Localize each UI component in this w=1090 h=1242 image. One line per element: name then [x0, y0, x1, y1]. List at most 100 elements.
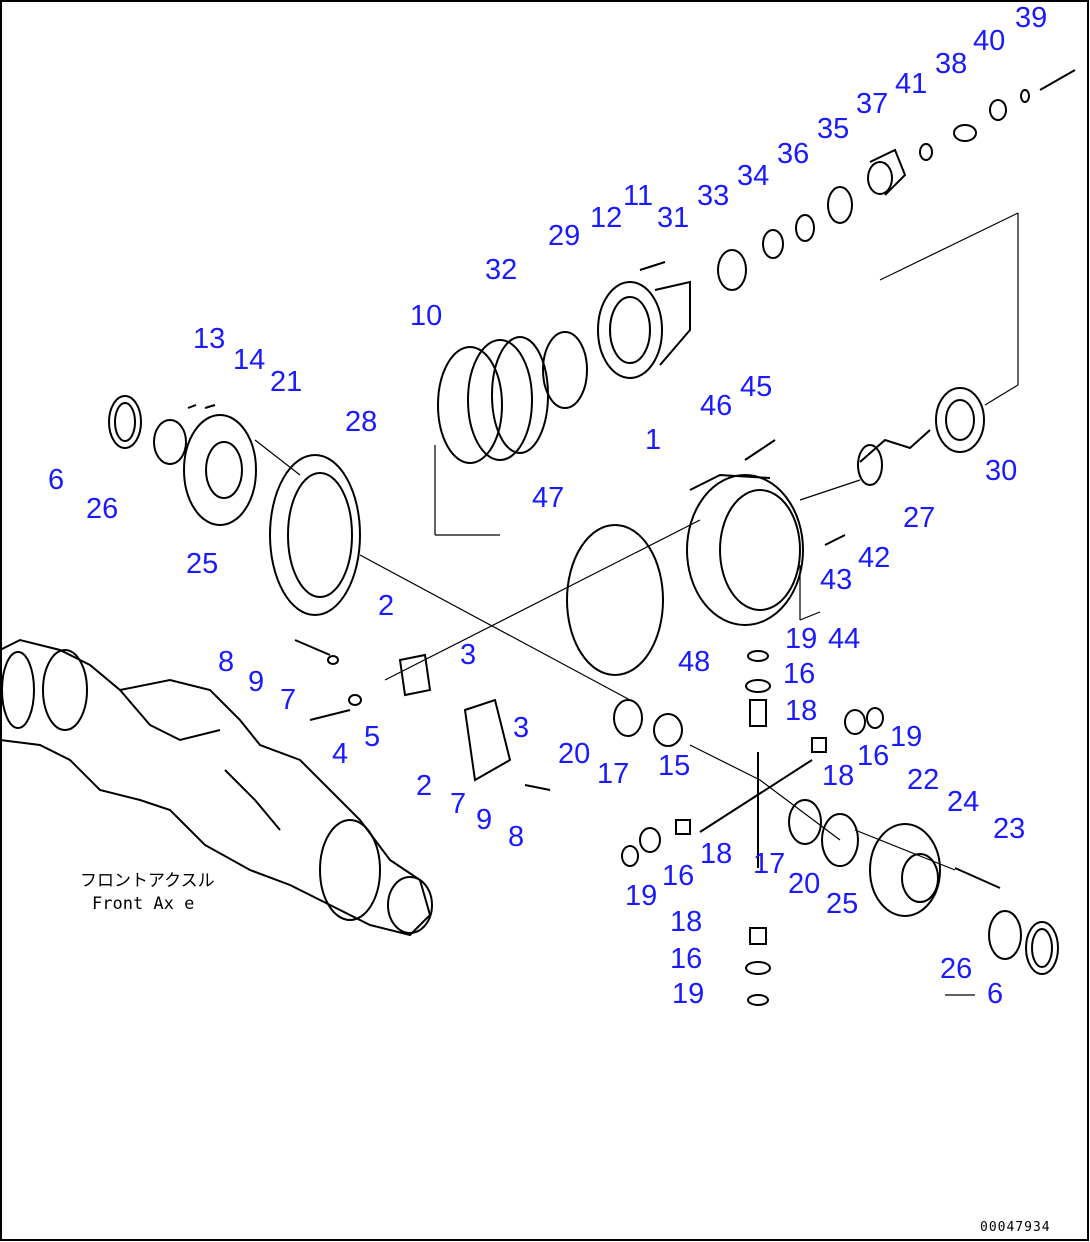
callout-48: 48	[678, 646, 711, 678]
side-gear-17	[653, 713, 683, 747]
callout-46: 46	[700, 390, 733, 422]
case-22	[869, 823, 941, 917]
callout-37: 37	[856, 88, 889, 120]
callout-41: 41	[895, 68, 928, 100]
o-ring-41	[919, 143, 933, 161]
differential-carrier-1	[686, 474, 804, 626]
callout-26-right: 26	[940, 953, 973, 985]
callout-14: 14	[233, 344, 266, 376]
callout-19-top: 19	[785, 623, 818, 655]
washer-19-left	[621, 845, 639, 867]
callout-16-left: 16	[662, 860, 695, 892]
thrust-washer-20	[613, 699, 643, 737]
callout-44: 44	[828, 623, 861, 655]
callout-16-right: 16	[857, 740, 890, 772]
leader-lines	[254, 212, 1019, 996]
callout-20-right: 20	[788, 868, 821, 900]
pinion-gear-16-right	[844, 709, 866, 735]
callout-7-upper: 7	[280, 684, 297, 716]
callout-34: 34	[737, 160, 770, 192]
callout-1: 1	[645, 424, 662, 456]
callout-30: 30	[985, 455, 1018, 487]
bearing-30	[935, 387, 985, 453]
side-gear-17-right	[788, 799, 822, 845]
callout-36: 36	[777, 138, 810, 170]
callout-47: 47	[532, 482, 565, 514]
callout-19-right: 19	[890, 721, 923, 753]
washer-40	[989, 99, 1007, 121]
callout-19-left: 19	[625, 880, 658, 912]
callout-16-top: 16	[783, 658, 816, 690]
callout-16-bottom: 16	[670, 943, 703, 975]
pinion-gear-16-top	[745, 679, 771, 693]
washer-19-bottom	[747, 994, 769, 1006]
callout-38: 38	[935, 48, 968, 80]
bearing-race-26-left	[153, 419, 187, 465]
callout-15: 15	[658, 750, 691, 782]
cap-2-upper	[398, 653, 432, 697]
spacer-34	[762, 229, 784, 259]
callout-12: 12	[590, 202, 623, 234]
drawing-number: 00047934	[980, 1220, 1051, 1235]
carrier-21	[183, 414, 257, 526]
callout-18-top: 18	[785, 695, 818, 727]
bushing-18-top	[749, 699, 767, 727]
callout-35: 35	[817, 113, 850, 145]
seal-36	[795, 214, 815, 242]
callout-3-upper: 3	[460, 639, 477, 671]
callout-2-lower: 2	[416, 770, 433, 802]
callout-26-left: 26	[86, 493, 119, 525]
callout-17-right: 17	[753, 848, 786, 880]
bearing-33	[717, 249, 747, 291]
callout-33: 33	[697, 180, 730, 212]
bolt-8-upper	[294, 639, 331, 656]
callout-9-lower: 9	[476, 804, 493, 836]
callout-6-left: 6	[48, 464, 65, 496]
callout-13: 13	[193, 323, 226, 355]
callout-32: 32	[485, 254, 518, 286]
callout-20-left: 20	[558, 738, 591, 770]
callout-29: 29	[548, 220, 581, 252]
callout-4: 4	[332, 738, 349, 770]
cage-29	[597, 281, 663, 379]
callout-21: 21	[270, 366, 303, 398]
callout-10: 10	[410, 300, 443, 332]
bolt-31	[639, 261, 666, 271]
callout-8-lower: 8	[508, 821, 525, 853]
bushing-18-left	[675, 819, 691, 835]
callout-3-lower: 3	[513, 712, 530, 744]
callout-25-left: 25	[186, 548, 219, 580]
oil-seal-6-left	[108, 395, 142, 449]
callout-23: 23	[993, 813, 1026, 845]
callout-45: 45	[740, 371, 773, 403]
bearing-race-26-right	[988, 910, 1022, 960]
bushing-18-bottom	[749, 927, 767, 945]
callout-25-right: 25	[826, 888, 859, 920]
pinion-gear-16-left	[639, 827, 661, 853]
callout-39: 39	[1015, 2, 1048, 34]
parts-left-group	[108, 395, 361, 616]
callout-18-left: 18	[700, 838, 733, 870]
thrust-washer-20-right	[821, 813, 859, 867]
callout-40: 40	[973, 25, 1006, 57]
bolt-4	[309, 709, 351, 721]
callout-5: 5	[364, 721, 381, 753]
front-axle-assembly	[0, 638, 433, 937]
washer-19-top	[747, 650, 769, 662]
callout-8-upper: 8	[218, 646, 235, 678]
callout-42: 42	[858, 542, 891, 574]
washer-19-right	[866, 707, 884, 729]
washer-38	[953, 124, 977, 142]
callout-18-bottom: 18	[670, 906, 703, 938]
callout-9-upper: 9	[248, 666, 265, 698]
spider-15-horizontal	[699, 759, 813, 833]
parts-top-group	[437, 69, 1076, 486]
parts-bottom-group	[294, 639, 1059, 1006]
o-ring-47	[566, 524, 664, 676]
callout-27: 27	[903, 502, 936, 534]
bevel-gear-28	[269, 454, 361, 616]
bushing-18-right	[811, 737, 827, 753]
coupling-37	[867, 161, 893, 195]
